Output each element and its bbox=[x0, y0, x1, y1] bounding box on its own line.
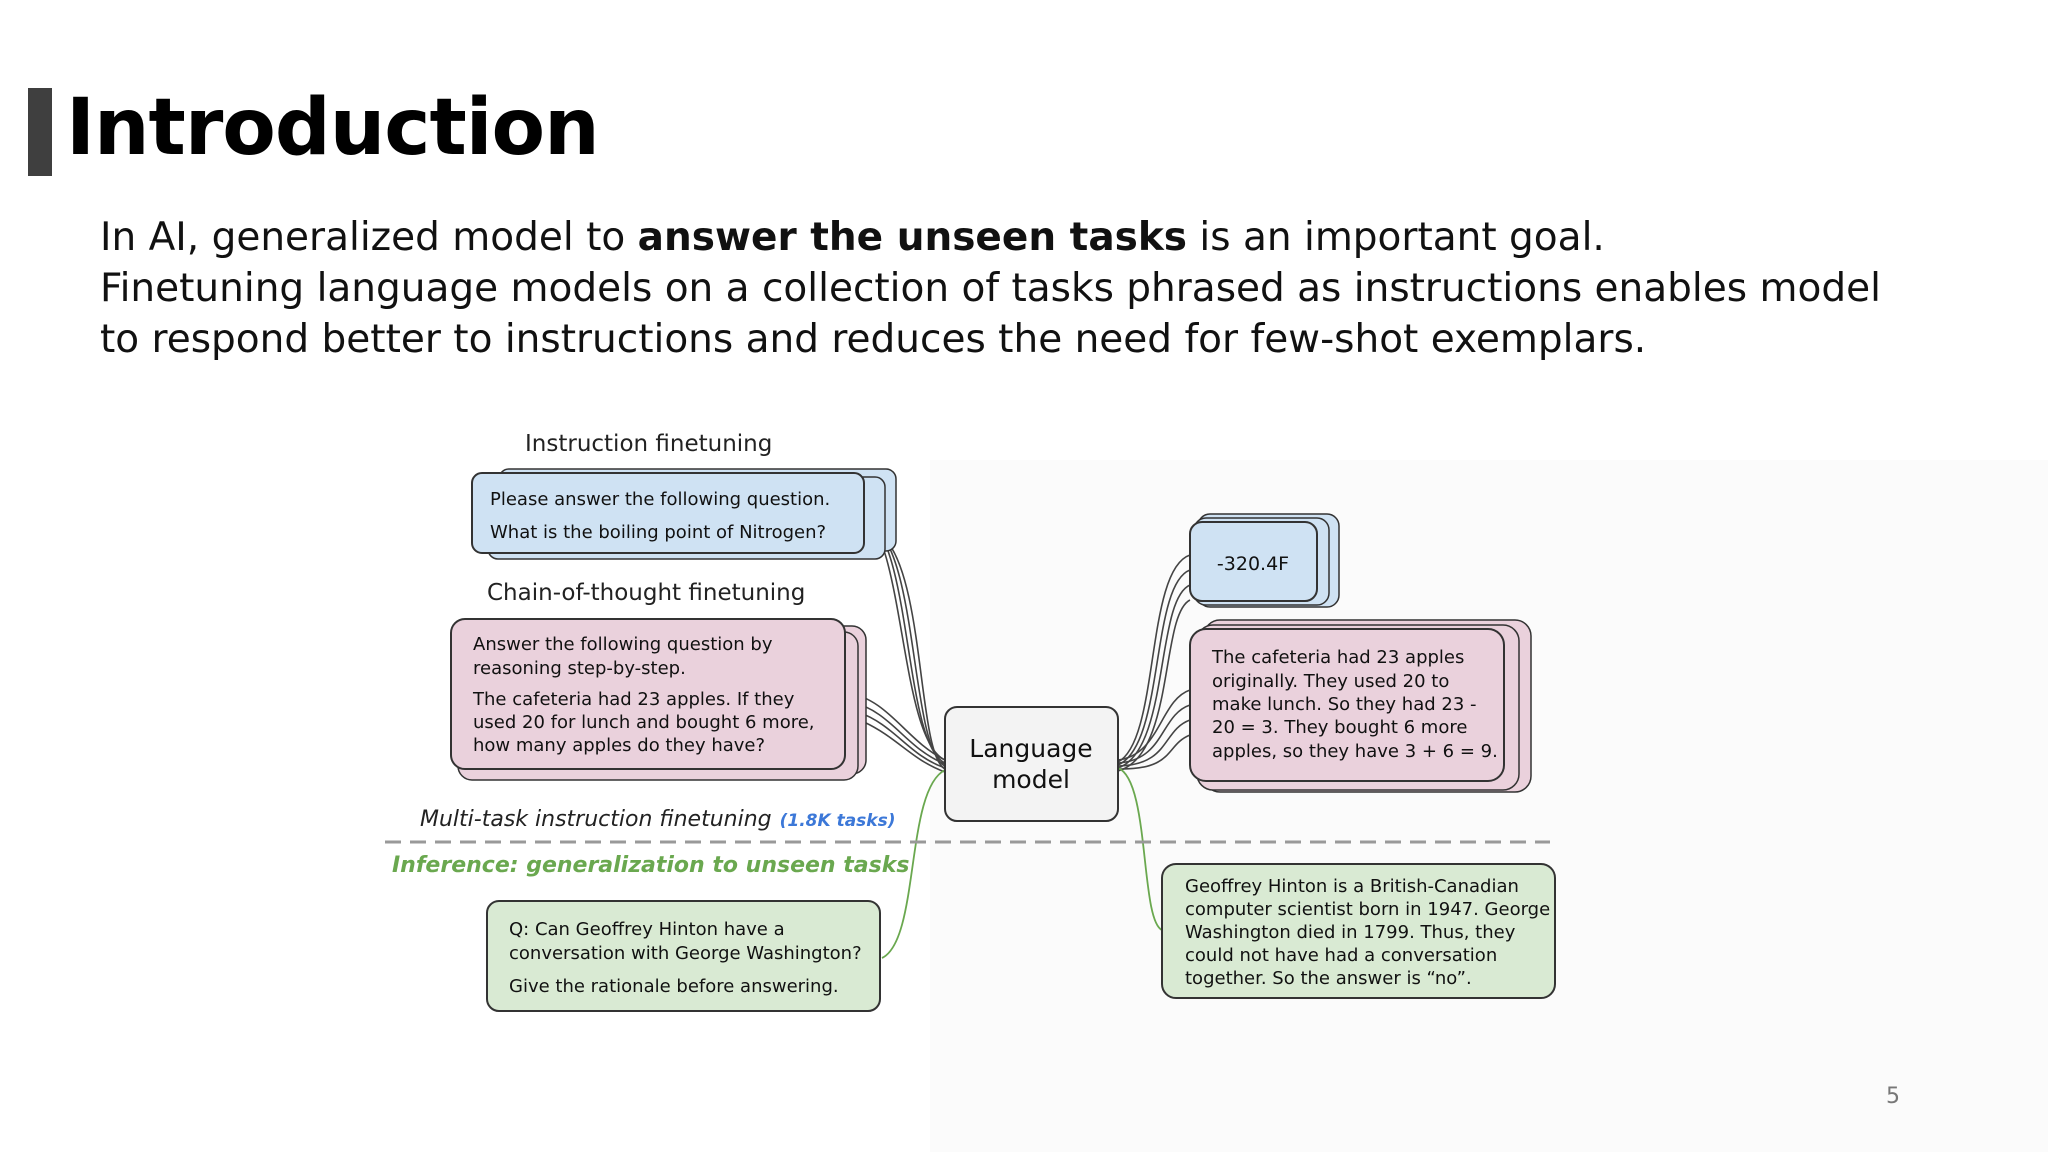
inference-answer-line-1: Geoffrey Hinton is a British-Canadian bbox=[1185, 876, 1519, 897]
answer-text: -320.4F bbox=[1217, 553, 1289, 575]
connector-lines bbox=[845, 511, 1191, 773]
cot-answer-line-4: 20 = 3. They bought 6 more bbox=[1212, 717, 1467, 738]
slide-title: Introduction bbox=[66, 83, 600, 173]
connector-line bbox=[1117, 734, 1191, 770]
cot-answer-line-2: originally. They used 20 to bbox=[1212, 671, 1449, 692]
cot-answer-line-3: make lunch. So they had 23 - bbox=[1212, 694, 1477, 715]
page-number: 5 bbox=[1886, 1084, 1900, 1109]
inference-question-group: Q: Can Geoffrey Hinton have a conversati… bbox=[486, 900, 881, 1012]
title-accent-bar bbox=[28, 88, 52, 176]
intro-text: In AI, generalized model to answer the u… bbox=[100, 212, 2000, 365]
connector-line bbox=[1117, 689, 1191, 761]
cot-answer-box-stack: The cafeteria had 23 apples originally. … bbox=[1189, 619, 1532, 793]
cot-input-box bbox=[450, 618, 846, 770]
connector-line bbox=[1117, 719, 1191, 767]
connector-line bbox=[1117, 704, 1191, 764]
cot-answer-line-1: The cafeteria had 23 apples bbox=[1211, 647, 1464, 668]
language-model-box: Language model bbox=[944, 706, 1119, 822]
intro-line-1-bold: answer the unseen tasks bbox=[637, 215, 1188, 260]
inference-question-line-1: Q: Can Geoffrey Hinton have a bbox=[509, 919, 785, 940]
connector-line bbox=[1117, 584, 1191, 769]
intro-line-3: to respond better to instructions and re… bbox=[100, 317, 1647, 362]
intro-line-2: Finetuning language models on a collecti… bbox=[100, 266, 1881, 311]
cot-box-line-2: reasoning step-by-step. bbox=[473, 658, 686, 679]
inference-connectors bbox=[881, 767, 1163, 959]
cot-box-line-3: The cafeteria had 23 apples. If they bbox=[472, 689, 795, 710]
instruction-box-line-1: Please answer the following question. bbox=[490, 489, 830, 510]
answer-output-box bbox=[1189, 521, 1318, 602]
instruction-box-line-2: What is the boiling point of Nitrogen? bbox=[490, 522, 826, 543]
inference-connector-line bbox=[1117, 767, 1163, 931]
connector-line bbox=[885, 539, 946, 770]
connector-line bbox=[857, 711, 946, 769]
inference-answer-line-4: could not have had a conversation bbox=[1185, 945, 1497, 966]
cot-box-line-1: Answer the following question by bbox=[473, 634, 773, 655]
cot-finetuning-label: Chain-of-thought finetuning bbox=[487, 580, 805, 606]
cot-answer-line-5: apples, so they have 3 + 6 = 9. bbox=[1212, 741, 1498, 762]
multitask-label-text: Multi-task instruction finetuning bbox=[420, 807, 772, 832]
instruction-finetuning-label: Instruction finetuning bbox=[525, 431, 772, 457]
inference-answer-group: Geoffrey Hinton is a British-Canadian co… bbox=[1161, 863, 1556, 999]
inference-question-line-3: Give the rationale before answering. bbox=[509, 976, 839, 997]
instruction-input-box bbox=[471, 472, 865, 554]
language-model-label-line-1: Language bbox=[969, 734, 1092, 763]
intro-line-1-end: is an important goal. bbox=[1187, 215, 1605, 260]
language-model-node bbox=[944, 706, 1119, 822]
intro-line-1-start: In AI, generalized model to bbox=[100, 215, 638, 260]
inference-answer-line-5: together. So the answer is “no”. bbox=[1185, 968, 1472, 989]
inference-label: Inference: generalization to unseen task… bbox=[392, 853, 909, 878]
cot-answer-box bbox=[1189, 628, 1505, 782]
multitask-label: Multi-task instruction finetuning (1.8K t… bbox=[420, 807, 896, 832]
language-model-label-line-2: model bbox=[992, 765, 1070, 794]
connector-line bbox=[1117, 569, 1191, 766]
connector-line bbox=[1117, 554, 1191, 763]
inference-answer-line-2: computer scientist born in 1947. George bbox=[1185, 899, 1550, 920]
connector-line bbox=[863, 721, 946, 773]
multitask-count: (1.8K tasks) bbox=[780, 811, 896, 831]
cot-box-line-5: how many apples do they have? bbox=[473, 735, 765, 756]
inference-question-line-2: conversation with George Washington? bbox=[509, 943, 862, 964]
inference-connector-line bbox=[881, 769, 946, 959]
inference-answer-box bbox=[1161, 863, 1556, 999]
inference-question-box bbox=[486, 900, 881, 1012]
instruction-box-stack: Please answer the following question. Wh… bbox=[471, 468, 897, 560]
cot-box-line-4: used 20 for lunch and bought 6 more, bbox=[473, 712, 815, 733]
inference-answer-line-3: Washington died in 1799. Thus, they bbox=[1185, 922, 1516, 943]
answer-box-stack: -320.4F bbox=[1189, 513, 1340, 608]
cot-box-stack: Answer the following question by reasoni… bbox=[450, 618, 867, 781]
intro-line-1: In AI, generalized model to answer the u… bbox=[100, 212, 2000, 263]
